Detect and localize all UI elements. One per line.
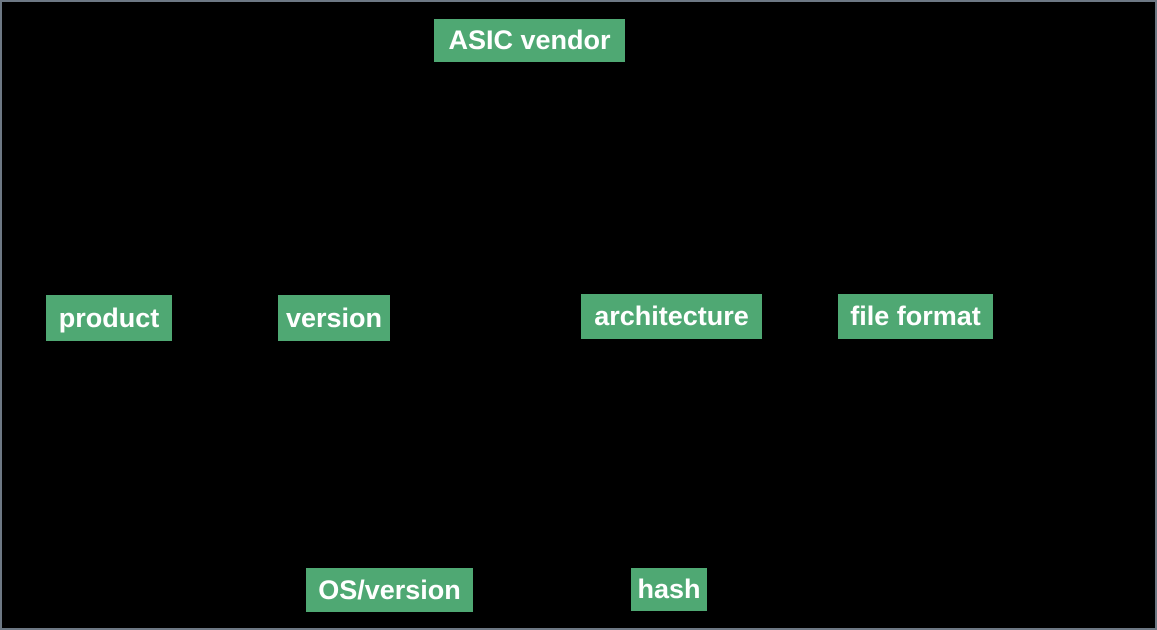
node-version: version (278, 295, 390, 341)
node-architecture: architecture (581, 294, 762, 339)
node-asic-vendor: ASIC vendor (434, 19, 625, 62)
node-os-version: OS/version (306, 568, 473, 612)
node-product: product (46, 295, 172, 341)
node-hash: hash (631, 568, 707, 611)
node-file-format: file format (838, 294, 993, 339)
